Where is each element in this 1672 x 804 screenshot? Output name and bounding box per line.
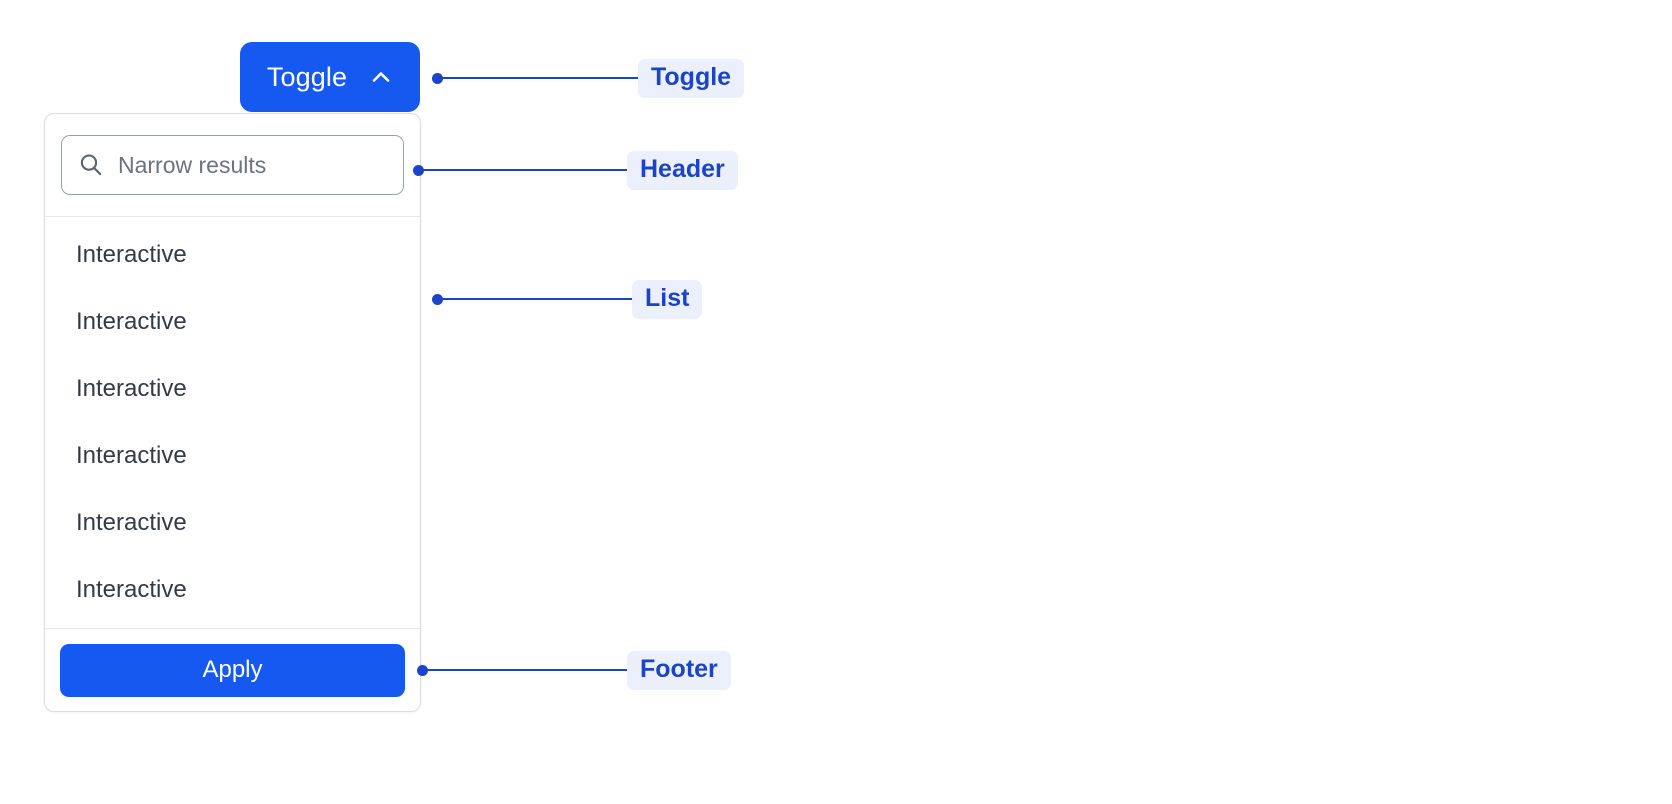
annotation-list: List bbox=[432, 279, 703, 319]
chevron-up-icon bbox=[369, 65, 393, 89]
list-item-label: Interactive bbox=[76, 575, 187, 603]
dropdown-panel: Interactive Interactive Interactive Inte… bbox=[44, 113, 421, 712]
dropdown-header bbox=[45, 114, 420, 217]
search-input[interactable] bbox=[118, 151, 387, 179]
apply-button-label: Apply bbox=[202, 656, 263, 683]
annotation-dot bbox=[417, 664, 428, 676]
annotation-footer: Footer bbox=[417, 650, 731, 690]
list-item-label: Interactive bbox=[76, 307, 187, 335]
list-item[interactable]: Interactive bbox=[45, 422, 420, 489]
annotation-label-list: List bbox=[632, 279, 703, 319]
list-item[interactable]: Interactive bbox=[45, 221, 420, 288]
annotation-leader-line bbox=[442, 298, 632, 300]
toggle-button-label: Toggle bbox=[266, 61, 348, 92]
search-icon bbox=[78, 152, 104, 178]
search-field[interactable] bbox=[61, 135, 404, 195]
list-item[interactable]: Interactive bbox=[45, 355, 420, 422]
annotation-label-footer: Footer bbox=[627, 650, 731, 690]
annotation-leader-line bbox=[442, 77, 638, 79]
dropdown-list: Interactive Interactive Interactive Inte… bbox=[45, 217, 420, 629]
list-item-label: Interactive bbox=[76, 441, 187, 469]
list-item-label: Interactive bbox=[76, 240, 187, 268]
list-item-label: Interactive bbox=[76, 374, 187, 402]
annotation-leader-line bbox=[423, 169, 627, 171]
list-item[interactable]: Interactive bbox=[45, 489, 420, 556]
annotation-toggle: Toggle bbox=[432, 58, 745, 98]
toggle-button[interactable]: Toggle bbox=[240, 42, 420, 112]
annotation-leader-line bbox=[427, 669, 627, 671]
list-item[interactable]: Interactive bbox=[45, 288, 420, 355]
annotation-header: Header bbox=[413, 150, 738, 190]
annotation-dot bbox=[432, 293, 443, 305]
list-item[interactable]: Interactive bbox=[45, 556, 420, 623]
dropdown-footer: Apply bbox=[45, 629, 420, 711]
annotation-dot bbox=[432, 72, 443, 84]
annotation-dot bbox=[413, 164, 424, 176]
apply-button[interactable]: Apply bbox=[60, 643, 405, 697]
annotation-label-toggle: Toggle bbox=[638, 58, 745, 98]
annotation-label-header: Header bbox=[627, 150, 738, 190]
list-item-label: Interactive bbox=[76, 508, 187, 536]
